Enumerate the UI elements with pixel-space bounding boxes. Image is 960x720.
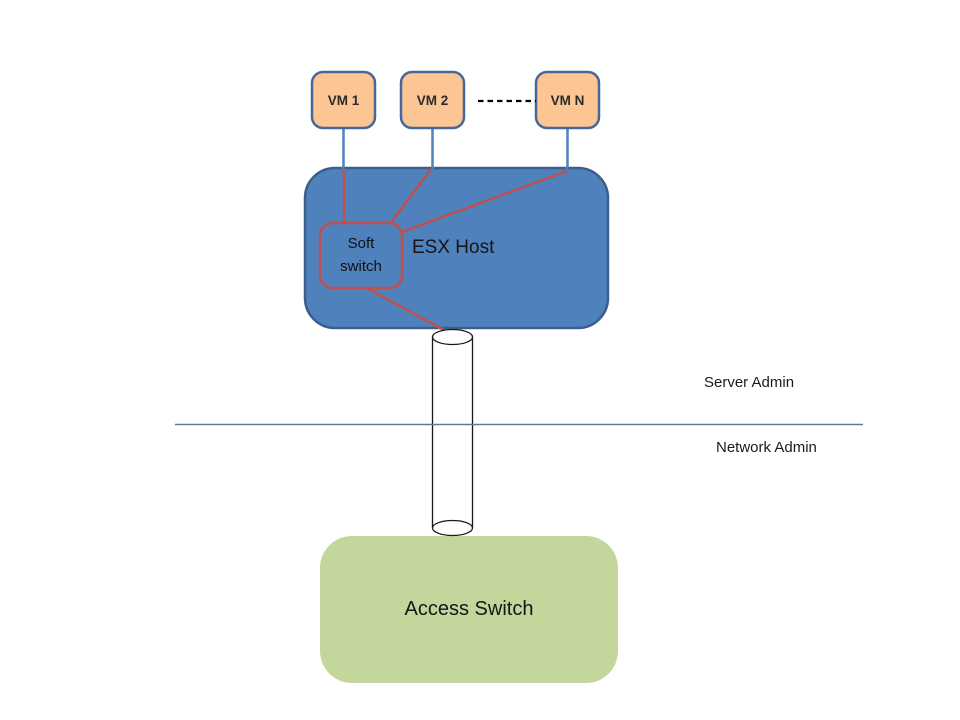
- soft-switch-label: Soft switch: [340, 235, 382, 275]
- red-link-softswitch-to-uplink: [364, 285, 452, 336]
- access-switch-label: Access Switch: [404, 598, 534, 620]
- vm2-box: [399, 70, 466, 130]
- server-admin-label: Server Admin: [704, 374, 795, 391]
- access-switch-box: [320, 536, 618, 683]
- vm2-label: VM 2: [416, 92, 449, 108]
- vm1-box: [310, 70, 377, 130]
- uplink-cylinder: [431, 328, 474, 537]
- cylinder-bottom-ellipse: [431, 519, 474, 537]
- soft-switch-box: [318, 221, 404, 290]
- red-link-vm2-to-softswitch: [388, 168, 432, 226]
- cylinder-body: [432, 337, 473, 528]
- cylinder-top-ellipse: [431, 328, 474, 346]
- vmn-label: VM N: [550, 92, 585, 108]
- red-link-vmn-to-softswitch: [401, 169, 568, 234]
- esx-host-label: ESX Host: [412, 237, 495, 258]
- network-admin-label: Network Admin: [716, 439, 817, 456]
- vm1-label: VM 1: [327, 92, 360, 108]
